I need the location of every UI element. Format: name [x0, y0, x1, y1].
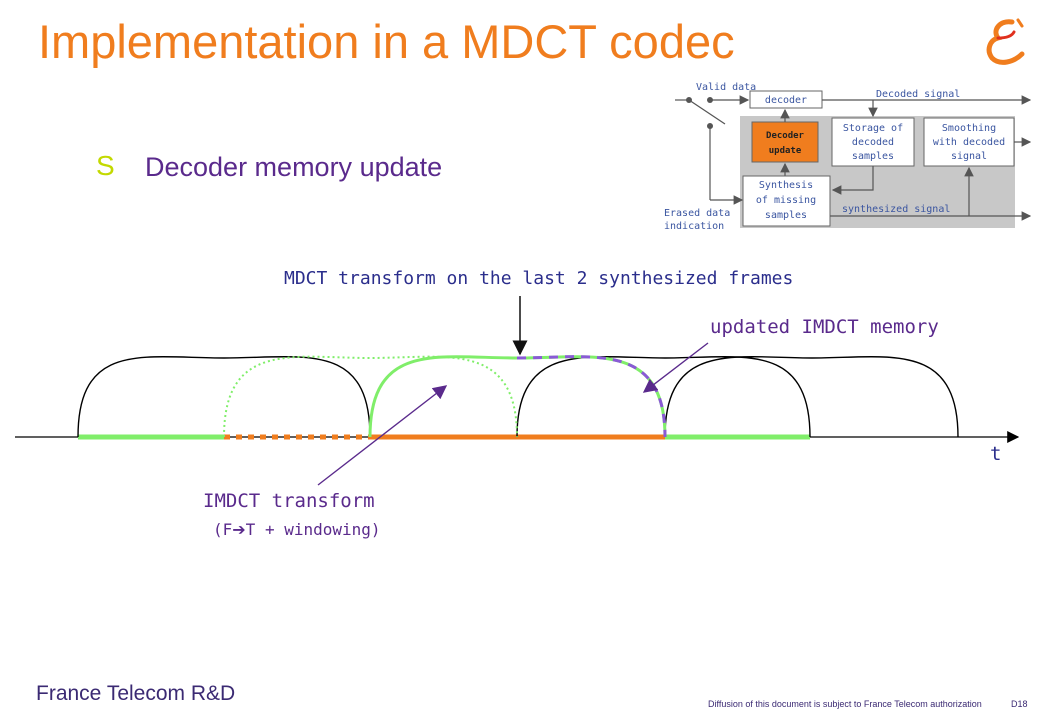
- switch-arm: [688, 99, 726, 125]
- smoothing-box: [923, 117, 1015, 167]
- switch-contact: [707, 97, 713, 103]
- block-diagram: decoder Decoder update Storage of decode…: [664, 82, 1032, 232]
- synthesis-label-3: samples: [765, 210, 807, 221]
- france-telecom-logo: [986, 18, 1025, 65]
- synthesis-label-1: Synthesis: [759, 180, 813, 191]
- smoothing-label-1: Smoothing: [942, 123, 996, 134]
- window-arc: [516, 356, 811, 438]
- valid-data-label: Valid data: [696, 82, 756, 93]
- mdct-window-diagram: [15, 296, 1020, 486]
- synthesis-label-2: of missing: [756, 195, 816, 206]
- footer-notice: Diffusion of this document is subject to…: [708, 699, 982, 709]
- synthesized-signal-label: synthesized signal: [842, 204, 950, 215]
- decoder-update-box: [751, 121, 819, 163]
- arrow-icon: ➔: [232, 520, 246, 539]
- synthesis-box: [742, 175, 831, 227]
- updated-memory-arrow: [642, 342, 709, 393]
- imdct-sub-prefix: (F: [213, 520, 233, 539]
- axis-label: t: [990, 443, 1002, 465]
- erased-data-label-2: indication: [664, 221, 724, 232]
- page-number: D18: [1011, 699, 1028, 709]
- mdct-label: MDCT transform on the last 2 synthesized…: [284, 268, 794, 289]
- decoder-label: decoder: [765, 95, 807, 106]
- green-window-arc: [368, 355, 518, 438]
- updated-memory-label: updated IMDCT memory: [710, 316, 939, 338]
- smoothing-label-3: signal: [951, 151, 987, 162]
- imdct-sub-suffix: T + windowing): [245, 520, 381, 539]
- page-title: Implementation in a MDCT codec: [38, 15, 735, 68]
- erased-data-label-1: Erased data: [664, 208, 730, 219]
- subheading: Decoder memory update: [145, 152, 443, 182]
- decoder-update-label-1: Decoder: [766, 131, 805, 141]
- bullet-icon: S: [96, 150, 115, 181]
- decoder-update-label-2: update: [769, 146, 802, 156]
- footer-company: France Telecom R&D: [36, 682, 236, 705]
- storage-box: [831, 117, 915, 167]
- dotted-window-arc: [223, 355, 518, 438]
- storage-label-2: decoded: [852, 137, 894, 148]
- window-arc: [77, 356, 371, 438]
- smoothing-label-2: with decoded: [933, 137, 1005, 148]
- imdct-label: IMDCT transform: [203, 490, 375, 512]
- window-arc: [664, 356, 959, 438]
- imdct-arrow: [317, 385, 448, 486]
- storage-label-3: samples: [852, 151, 894, 162]
- imdct-sublabel: (F➔T + windowing): [213, 520, 381, 539]
- green-window-arc: [516, 355, 667, 438]
- updated-memory-arc: [516, 355, 667, 438]
- storage-label-1: Storage of: [843, 123, 903, 134]
- decoded-signal-label: Decoded signal: [876, 89, 960, 100]
